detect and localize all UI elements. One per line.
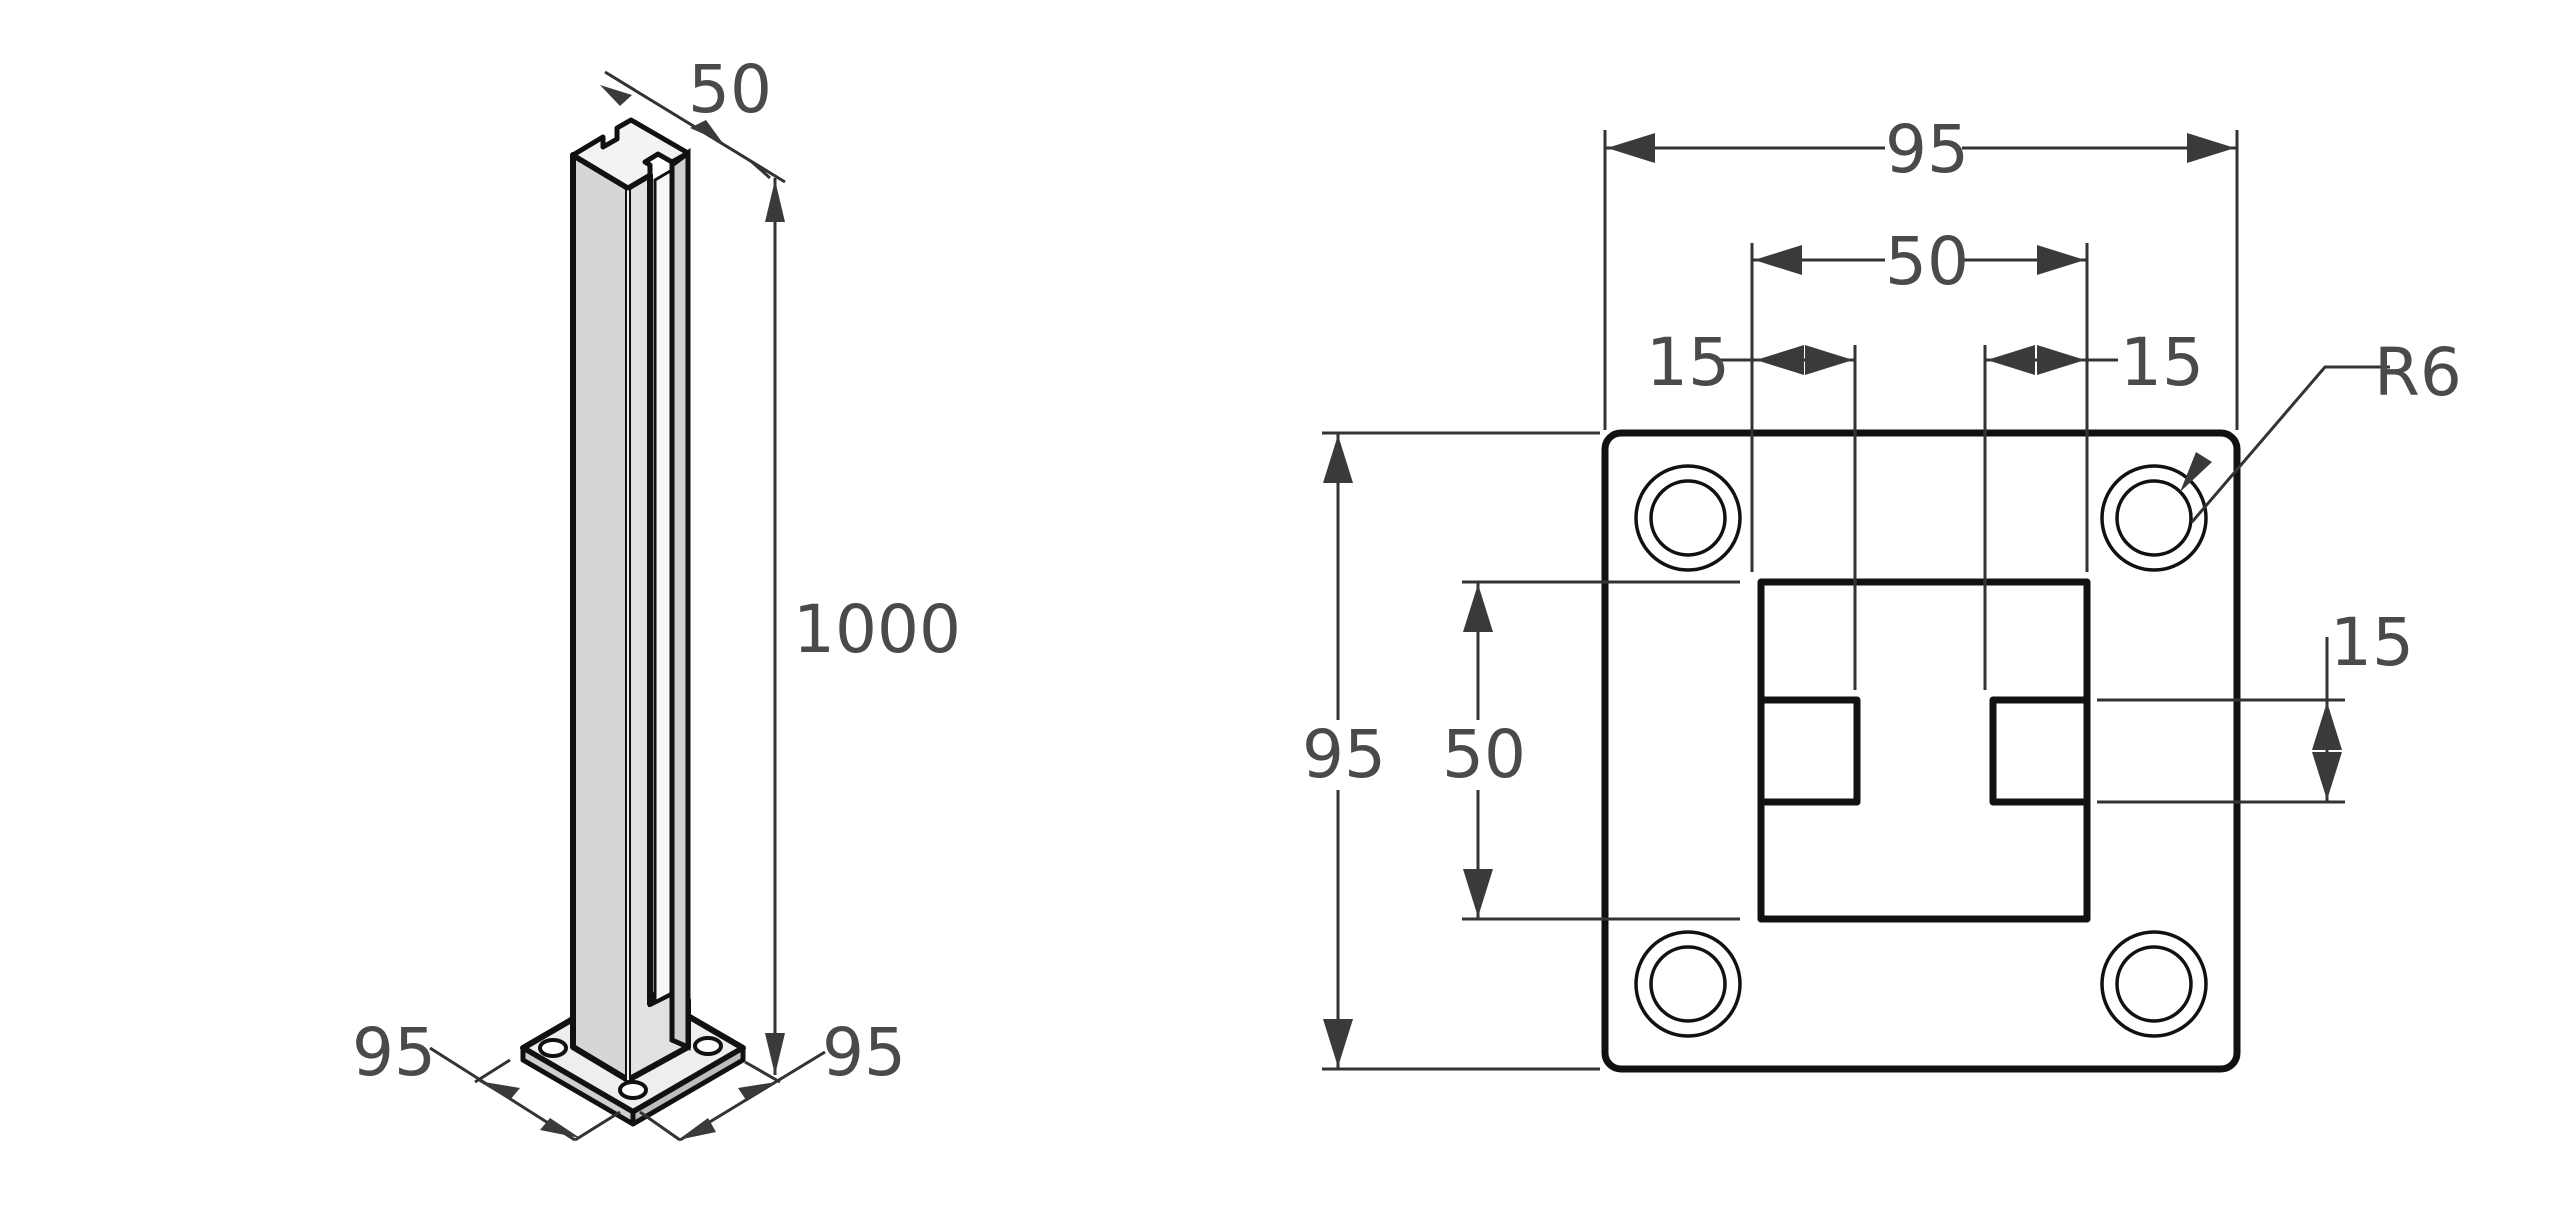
dim-plan-height: 95	[1302, 431, 1600, 1071]
corner-holes	[1634, 464, 2208, 1038]
label-base-left: 95	[352, 1014, 436, 1091]
base-hole-left	[538, 1038, 568, 1058]
dim-plan-width: 95	[1603, 111, 2239, 430]
dim-base-left: 95	[352, 1014, 621, 1142]
dim-post-height: 1000	[765, 178, 961, 1075]
base-hole-right	[693, 1036, 723, 1056]
dim-plan-right-slot: 15	[1983, 324, 2204, 690]
label-base-right: 95	[822, 1014, 906, 1091]
label-hole-radius: R6	[2374, 334, 2462, 411]
dim-plan-slot-depth: 15	[2097, 604, 2414, 804]
plan-plate-outline	[1601, 429, 2241, 1073]
label-plan-right-slot: 15	[2120, 324, 2204, 401]
label-plan-height: 95	[1302, 716, 1386, 793]
dim-plan-left-slot: 15	[1646, 324, 1857, 690]
label-plan-slot-span: 50	[1885, 223, 1969, 300]
plan-view: 95 50 15 15	[1302, 111, 2462, 1073]
label-plan-left-slot: 15	[1646, 324, 1730, 401]
label-plan-width: 95	[1885, 111, 1969, 188]
dim-plan-inner-height: 50	[1442, 580, 1740, 921]
post-profile	[1757, 578, 2091, 923]
dim-top-width: 50	[600, 51, 786, 184]
label-plan-slot-depth: 15	[2330, 604, 2414, 681]
label-plan-inner-height: 50	[1442, 716, 1526, 793]
base-hole-front	[618, 1080, 648, 1100]
dim-base-right: 95	[639, 1014, 906, 1142]
label-top-width: 50	[688, 51, 772, 128]
dim-hole-radius: R6	[2180, 334, 2462, 523]
isometric-post-view: 50 1000 95 95	[352, 51, 961, 1142]
label-post-height: 1000	[793, 591, 961, 668]
dim-plan-slot-span: 50	[1750, 223, 2089, 572]
post-column	[570, 117, 691, 1083]
